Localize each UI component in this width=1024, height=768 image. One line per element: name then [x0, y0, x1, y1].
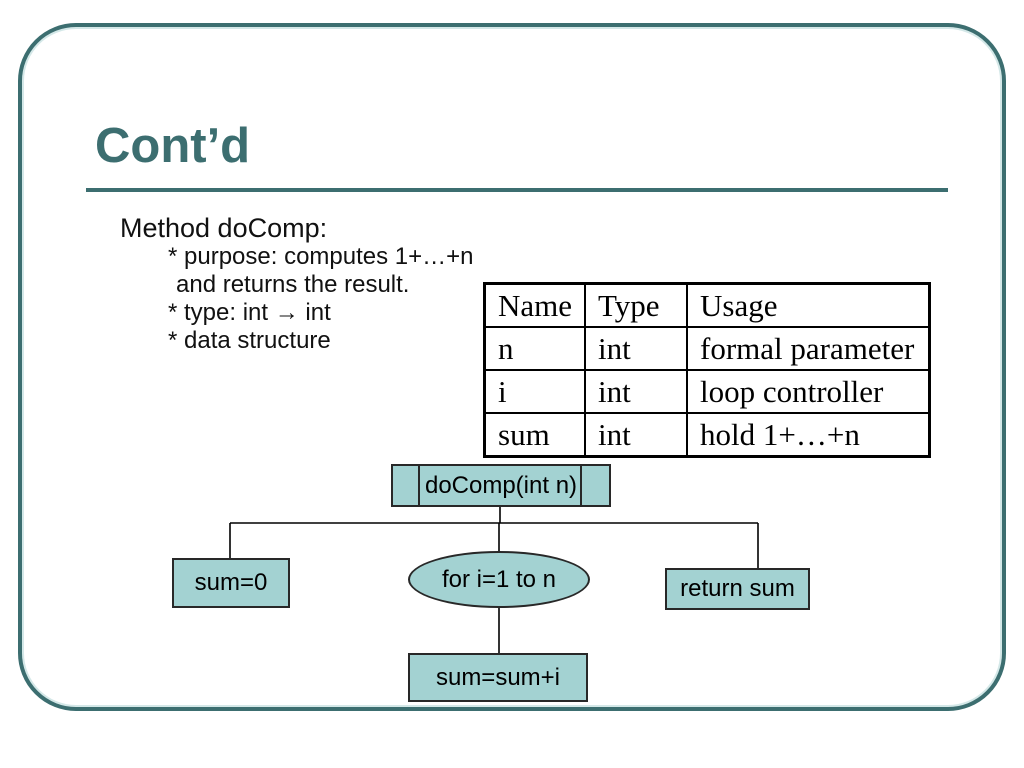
table-cell: loop controller [686, 369, 931, 414]
flow-box-return: return sum [665, 568, 810, 610]
flow-ellipse-loop-label: for i=1 to n [441, 565, 557, 593]
table-cell: sum [483, 412, 586, 458]
variables-table: Name Type Usage n int formal parameter i… [483, 282, 931, 458]
title-rule [86, 188, 948, 192]
flow-box-docomp: doComp(int n) [391, 464, 611, 507]
flow-box-return-label: return sum [680, 575, 795, 602]
table-row: sum int hold 1+…+n [483, 412, 931, 458]
flow-box-docomp-label: doComp(int n) [424, 471, 578, 499]
note-line-datastructure: * data structure [168, 327, 331, 354]
table-header-row: Name Type Usage [483, 282, 931, 328]
table-cell: int [584, 412, 688, 458]
table-cell: int [584, 326, 688, 371]
table-cell: formal parameter [686, 326, 931, 371]
method-heading: Method doComp: [120, 213, 328, 243]
table-header-type: Type [584, 282, 688, 328]
table-row: n int formal parameter [483, 326, 931, 371]
flow-box-sum0: sum=0 [172, 558, 290, 608]
table-cell: hold 1+…+n [686, 412, 931, 458]
note-line-purpose: * purpose: computes 1+…+n [168, 243, 474, 270]
flow-box-sumsum: sum=sum+i [408, 653, 588, 702]
flow-ellipse-loop: for i=1 to n [408, 551, 590, 608]
table-cell: i [483, 369, 586, 414]
flow-box-sum0-label: sum=0 [194, 569, 268, 596]
table-header-usage: Usage [686, 282, 931, 328]
note-line-type: * type: int → int [168, 299, 331, 326]
note-line-purpose-cont: and returns the result. [176, 271, 410, 298]
table-cell: n [483, 326, 586, 371]
method-notes: * purpose: computes 1+…+n and returns th… [168, 243, 474, 355]
slide-border [18, 23, 1006, 711]
table-header-name: Name [483, 282, 586, 328]
flow-box-sumsum-label: sum=sum+i [435, 663, 561, 691]
table-cell: int [584, 369, 688, 414]
table-row: i int loop controller [483, 369, 931, 414]
slide-title: Cont’d [95, 119, 251, 173]
